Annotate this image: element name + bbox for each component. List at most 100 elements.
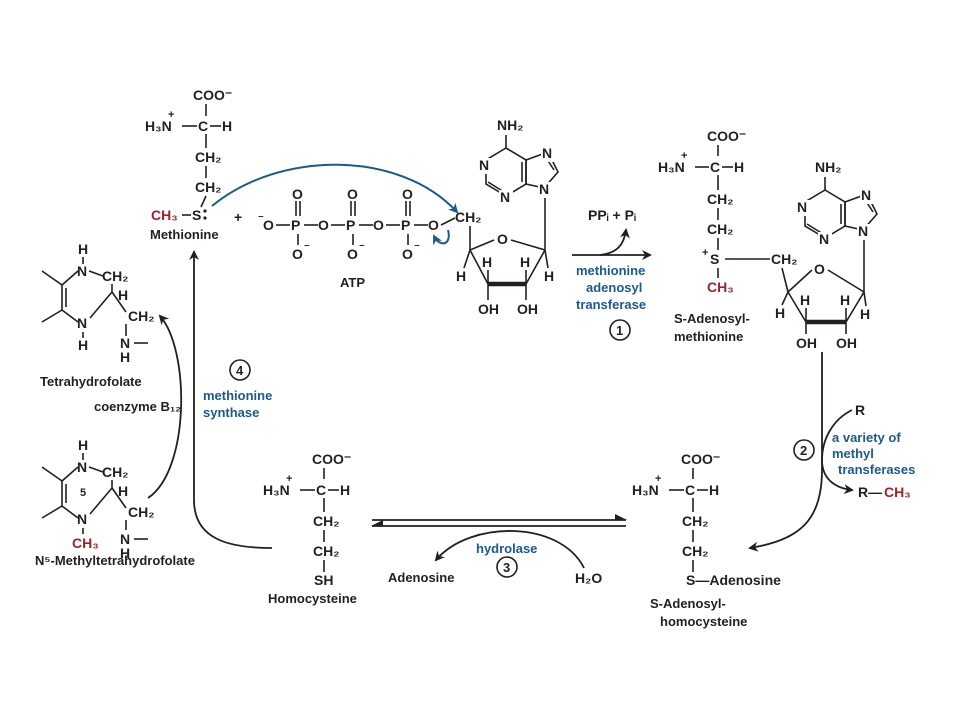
atp-n3: N <box>500 189 510 205</box>
thf-nh: N <box>120 335 130 351</box>
homocysteine-structure: COO⁻ + H₃N C H CH₂ CH₂ SH Homocysteine <box>263 451 357 606</box>
atp-oh: OH <box>478 301 499 317</box>
plus-sign: + <box>234 209 242 225</box>
sam-plus: + <box>681 150 687 162</box>
reaction-arrow <box>189 250 273 549</box>
atp-o: O <box>263 217 274 233</box>
step-3-reaction: hydrolase 3 Adenosine H₂O <box>371 514 627 586</box>
atp-o: O <box>402 246 413 262</box>
atp-h: H <box>456 268 466 284</box>
sam-label-line2: methionine <box>674 329 743 344</box>
atp-adenine-nh2: NH₂ <box>497 117 523 133</box>
bond <box>469 249 489 285</box>
bond <box>89 487 113 515</box>
mask <box>499 190 513 206</box>
methyl-donor-arrow <box>147 314 183 499</box>
met-carboxylate: COO⁻ <box>193 87 232 103</box>
methyl-acceptor-r: R <box>855 402 865 418</box>
bond <box>787 269 813 293</box>
sah-label-line1: S-Adenosyl- <box>650 596 726 611</box>
sam-alpha-h: H <box>734 159 744 175</box>
atp-h: H <box>482 254 492 270</box>
bond <box>41 505 63 519</box>
bond-cleavage-arrow <box>433 229 450 246</box>
atp-h: H <box>544 268 554 284</box>
bond <box>863 291 867 307</box>
enzyme-2-line1: a variety of <box>832 430 901 445</box>
lone-pair-dot <box>203 216 207 220</box>
bond <box>200 195 207 208</box>
bond <box>827 269 865 293</box>
hcy-carboxylate: COO⁻ <box>312 451 351 467</box>
thf-ch2-side: CH₂ <box>128 308 154 324</box>
step-2-reaction: R 2 a variety of methyl transferases R— … <box>748 352 915 552</box>
step-4-reaction: 4 methionine synthase coenzyme B₁₂ <box>94 250 273 549</box>
bond <box>440 217 456 226</box>
atp-o: O <box>292 246 303 262</box>
sah-ch2-beta: CH₂ <box>682 513 708 529</box>
sam-amino: H₃N <box>658 159 685 175</box>
bond <box>469 239 495 251</box>
hcy-alpha-c: C <box>316 482 326 498</box>
sah-label-line2: homocysteine <box>660 614 747 629</box>
n5-methyl-thf-structure: H N CH₂ H CH₂ N H 5 N CH₃ N⁵-Methyltetra… <box>35 437 195 568</box>
atp-o: O <box>318 217 329 233</box>
atp-label: ATP <box>340 275 365 290</box>
nucleophilic-attack-arrow <box>211 163 459 214</box>
sam-h: H <box>860 306 870 322</box>
mthf-ch2: CH₂ <box>102 464 128 480</box>
hcy-ch2-gamma: CH₂ <box>313 543 339 559</box>
methionine-structure: COO⁻ + H₃N C H CH₂ CH₂ CH₃ S Methionine <box>145 87 232 242</box>
sam-carboxylate: COO⁻ <box>707 128 746 144</box>
met-amino: H₃N <box>145 118 172 134</box>
step-3-number: 3 <box>503 560 510 575</box>
bond <box>845 291 865 323</box>
methylated-r: R— <box>858 484 882 500</box>
step-2-number: 2 <box>800 443 807 458</box>
met-ch2-beta: CH₂ <box>195 149 221 165</box>
met-ch2-gamma: CH₂ <box>195 179 221 195</box>
sah-plus: + <box>655 473 661 485</box>
methylated-ch3: CH₃ <box>884 484 911 500</box>
mask <box>857 224 871 240</box>
atp-minus: ⁻ <box>258 213 264 225</box>
sah-ch2-gamma: CH₂ <box>682 543 708 559</box>
mthf-ch2-side: CH₂ <box>128 504 154 520</box>
bond <box>61 466 79 482</box>
step-1-reaction: PPᵢ + Pᵢ methionine adenosyl transferase… <box>572 207 652 341</box>
thf-label: Tetrahydrofolate <box>40 374 142 389</box>
atp-minus: ⁻ <box>359 242 365 254</box>
sam-h: H <box>775 305 785 321</box>
mask <box>818 232 832 248</box>
bond <box>88 270 104 277</box>
sam-s-plus: + <box>702 247 708 259</box>
atp-o: O <box>373 217 384 233</box>
atp-ring-o: O <box>497 231 508 247</box>
mthf-nh-h: H <box>120 545 130 561</box>
sam-oh: OH <box>796 335 817 351</box>
atp-minus: ⁻ <box>414 242 420 254</box>
adenosine-label: Adenosine <box>388 570 454 585</box>
atp-p-alpha: P <box>401 217 410 233</box>
sam-label-line1: S-Adenosyl- <box>674 311 750 326</box>
homocysteine-label: Homocysteine <box>268 591 357 606</box>
bond <box>544 249 549 269</box>
hcy-amino: H₃N <box>263 482 290 498</box>
bond <box>510 239 546 251</box>
bond <box>41 270 63 286</box>
atp-structure: ⁻ O P O O ⁻ O P O O ⁻ O P O O ⁻ O CH₂ AT… <box>258 117 559 317</box>
mask <box>538 182 552 198</box>
step-2-circle <box>793 439 815 461</box>
sam-adenine-nh2: NH₂ <box>815 159 841 175</box>
atp-n1: N <box>479 157 489 173</box>
lone-pair-dot <box>203 209 207 213</box>
byproduct-arrow <box>599 228 630 256</box>
enzyme-2-line3: transferases <box>838 462 915 477</box>
mthf-nh: N <box>120 531 130 547</box>
sam-methyl: CH₃ <box>707 279 734 295</box>
step-3-circle <box>496 556 518 578</box>
thf-n: N <box>77 315 87 331</box>
bond <box>463 249 471 269</box>
atp-o: O <box>347 186 358 202</box>
